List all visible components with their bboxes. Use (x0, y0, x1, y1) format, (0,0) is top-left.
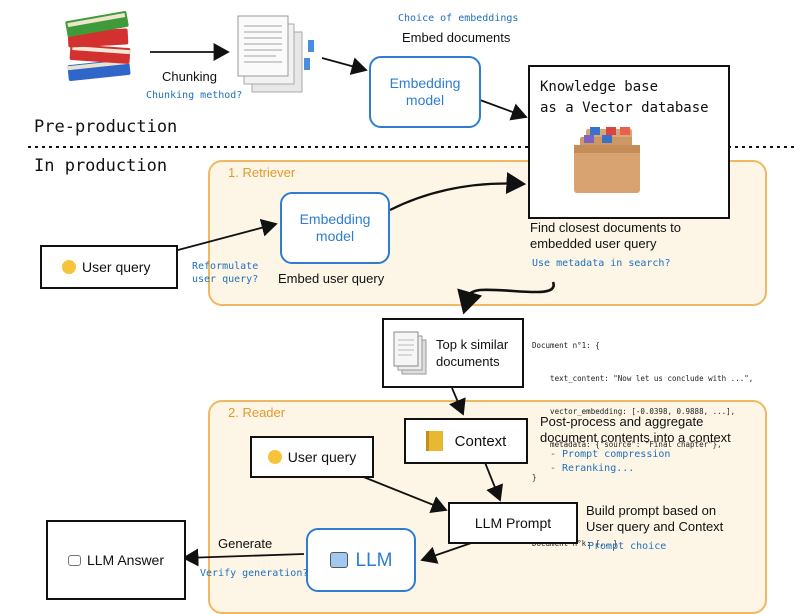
reader-user-query-label: User query (287, 449, 357, 465)
documents-stack-icon (390, 328, 430, 378)
build-prompt-label: Build prompt based on User query and Con… (586, 503, 723, 535)
doc-example-line3: vector_embedding: [-0.0398, 0.9888, ...]… (532, 407, 736, 416)
context-box: Context (404, 418, 528, 464)
llm-label: LLM (355, 549, 393, 571)
find-closest-line1: Find closest documents to (530, 220, 682, 235)
topk-line2: documents (436, 354, 500, 369)
build-prompt-line1: Build prompt based on (586, 503, 717, 518)
topk-documents-box: Top k similar documents (382, 318, 524, 388)
postprocess-line2: document contents into a context (540, 430, 731, 445)
doc-example-line2: text_content: "Now let us conclude with … (532, 374, 754, 383)
doc-example-line1: Document n°1: { (532, 341, 600, 350)
retriever-embedding-line2: model (315, 228, 355, 244)
postprocess-note1: - Prompt compression (550, 449, 671, 460)
speech-bubble-icon (67, 554, 81, 566)
doc-example-line4: metadata: {"source": "Final chapter"}, (532, 440, 722, 449)
llm-prompt-label: LLM Prompt (474, 515, 552, 531)
reformulate-note-line2: user query? (192, 274, 259, 285)
topk-line1: Top k similar (436, 337, 509, 352)
llm-prompt-box: LLM Prompt (448, 502, 578, 544)
production-section-title: In production (34, 156, 168, 176)
embedding-model-line1: Embedding (389, 75, 461, 91)
thinking-emoji-icon-2 (267, 450, 282, 464)
find-closest-line2: embedded user query (530, 236, 657, 251)
reader-title: 2. Reader (228, 405, 286, 420)
llm-answer-box: LLM Answer (46, 520, 186, 600)
postprocess-note2: - Reranking... (550, 463, 635, 474)
embed-documents-label: Embed documents (402, 30, 511, 45)
reformulate-note: Reformulate user query? (192, 260, 258, 286)
metadata-note: Use metadata in search? (532, 258, 671, 269)
user-query-label: User query (82, 259, 151, 275)
kb-title-line2: as a Vector database (540, 100, 709, 116)
postprocess-line1: Post-process and aggregate (540, 414, 704, 429)
knowledge-base-box: Knowledge base as a Vector database (528, 65, 730, 219)
chunking-label: Chunking (162, 69, 217, 84)
llm-box: LLM (306, 528, 416, 592)
build-prompt-line2: User query and Context (586, 519, 724, 534)
doc-example-line5: } (532, 473, 537, 482)
reformulate-note-line1: Reformulate (192, 261, 259, 272)
chunking-note: Chunking method? (146, 90, 243, 101)
embed-user-query-label: Embed user query (278, 271, 385, 286)
verify-note: Verify generation? (200, 568, 309, 579)
postprocess-label: Post-process and aggregate document cont… (540, 414, 731, 446)
generate-label: Generate (218, 536, 273, 551)
llm-answer-label: LLM Answer (86, 552, 165, 568)
embedding-choice-note: Choice of embeddings (398, 13, 519, 24)
retriever-embedding-line1: Embedding (299, 211, 371, 227)
user-query-box: User query (40, 245, 178, 289)
postprocess-notes: - Prompt compression - Reranking... (550, 448, 670, 476)
prompt-choice-note: Prompt choice (588, 541, 667, 552)
find-closest-label: Find closest documents to embedded user … (530, 220, 681, 252)
kb-title-line1: Knowledge base (540, 79, 659, 95)
preproduction-section-title: Pre-production (34, 117, 178, 137)
embedding-model-line2: model (405, 92, 445, 108)
notebook-icon (425, 431, 443, 451)
robot-icon (329, 552, 348, 568)
retriever-title: 1. Retriever (228, 165, 296, 180)
reader-user-query-box: User query (250, 436, 374, 478)
books-icon (62, 10, 140, 90)
context-label: Context (454, 432, 507, 450)
thinking-emoji-icon (62, 260, 76, 274)
document-pages-icon (232, 14, 322, 94)
